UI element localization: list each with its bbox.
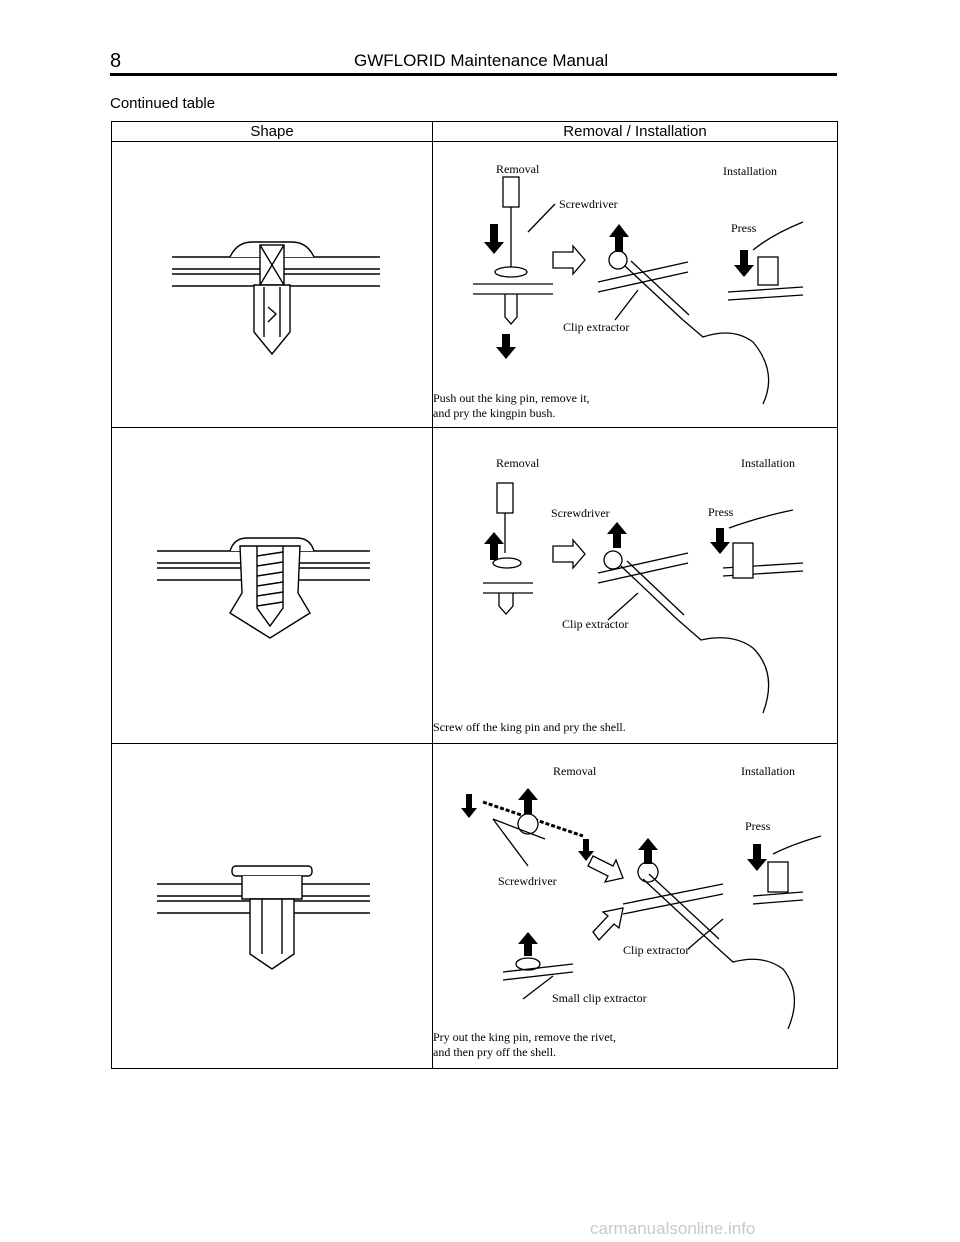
manual-title: GWFLORID Maintenance Manual — [354, 51, 609, 70]
clip-table: Shape Removal / Installation — [111, 121, 838, 1069]
table-row: Removal Installation Press Screwdriver C… — [111, 743, 838, 1069]
installation-label: Installation — [723, 164, 777, 178]
description-line: and pry the kingpin bush. — [433, 406, 556, 420]
clip-extractor-label: Clip extractor — [623, 943, 690, 957]
installation-label: Installation — [741, 764, 795, 778]
page-number: 8 — [110, 50, 122, 72]
press-label: Press — [731, 221, 757, 235]
removal-label: Removal — [496, 456, 540, 470]
clip-shape-drawing-1 — [172, 241, 380, 356]
screwdriver-label: Screwdriver — [551, 506, 610, 520]
shape-cell — [111, 141, 433, 428]
column-header-shape: Shape — [111, 121, 433, 142]
small-clip-extractor-label: Small clip extractor — [552, 991, 647, 1005]
removal-installation-illustration-1 — [473, 176, 804, 405]
table-header-row: Shape Removal / Installation — [111, 121, 838, 142]
table-row: Removal Installation Screwdriver Press C… — [111, 427, 838, 744]
shape-cell — [111, 427, 433, 744]
procedure-cell: Removal Installation Screwdriver Press C… — [432, 141, 838, 428]
shape-cell — [111, 743, 433, 1069]
clip-shape-drawing-2 — [157, 537, 370, 639]
removal-label: Removal — [553, 764, 597, 778]
removal-label: Removal — [496, 162, 540, 176]
watermark: carmanualsonline.info — [590, 1219, 756, 1238]
screwdriver-label: Screwdriver — [498, 874, 557, 888]
header-rule — [110, 73, 837, 76]
table-row: Removal Installation Screwdriver Press C… — [111, 141, 838, 428]
removal-installation-illustration-3 — [461, 788, 822, 1030]
procedure-cell: Removal Installation Press Screwdriver C… — [432, 743, 838, 1069]
procedure-description: Pry out the king pin, remove the rivet, … — [433, 1030, 616, 1060]
description-line: and then pry off the shell. — [433, 1045, 557, 1059]
clip-shape-drawing-3 — [157, 865, 370, 970]
clip-extractor-label: Clip extractor — [563, 320, 630, 334]
description-line: Push out the king pin, remove it, — [433, 391, 590, 405]
press-label: Press — [745, 819, 771, 833]
description-line: Screw off the king pin and pry the shell… — [433, 720, 626, 734]
column-header-removal-installation: Removal / Installation — [432, 121, 838, 142]
procedure-cell: Removal Installation Screwdriver Press C… — [432, 427, 838, 744]
screwdriver-label: Screwdriver — [559, 197, 618, 211]
table-caption: Continued table — [110, 95, 216, 112]
installation-label: Installation — [741, 456, 795, 470]
procedure-description: Screw off the king pin and pry the shell… — [433, 720, 626, 735]
procedure-description: Push out the king pin, remove it, and pr… — [432, 391, 590, 421]
removal-installation-illustration-2 — [483, 482, 804, 714]
description-line: Pry out the king pin, remove the rivet, — [433, 1030, 616, 1044]
press-label: Press — [708, 505, 734, 519]
clip-extractor-label: Clip extractor — [562, 617, 629, 631]
